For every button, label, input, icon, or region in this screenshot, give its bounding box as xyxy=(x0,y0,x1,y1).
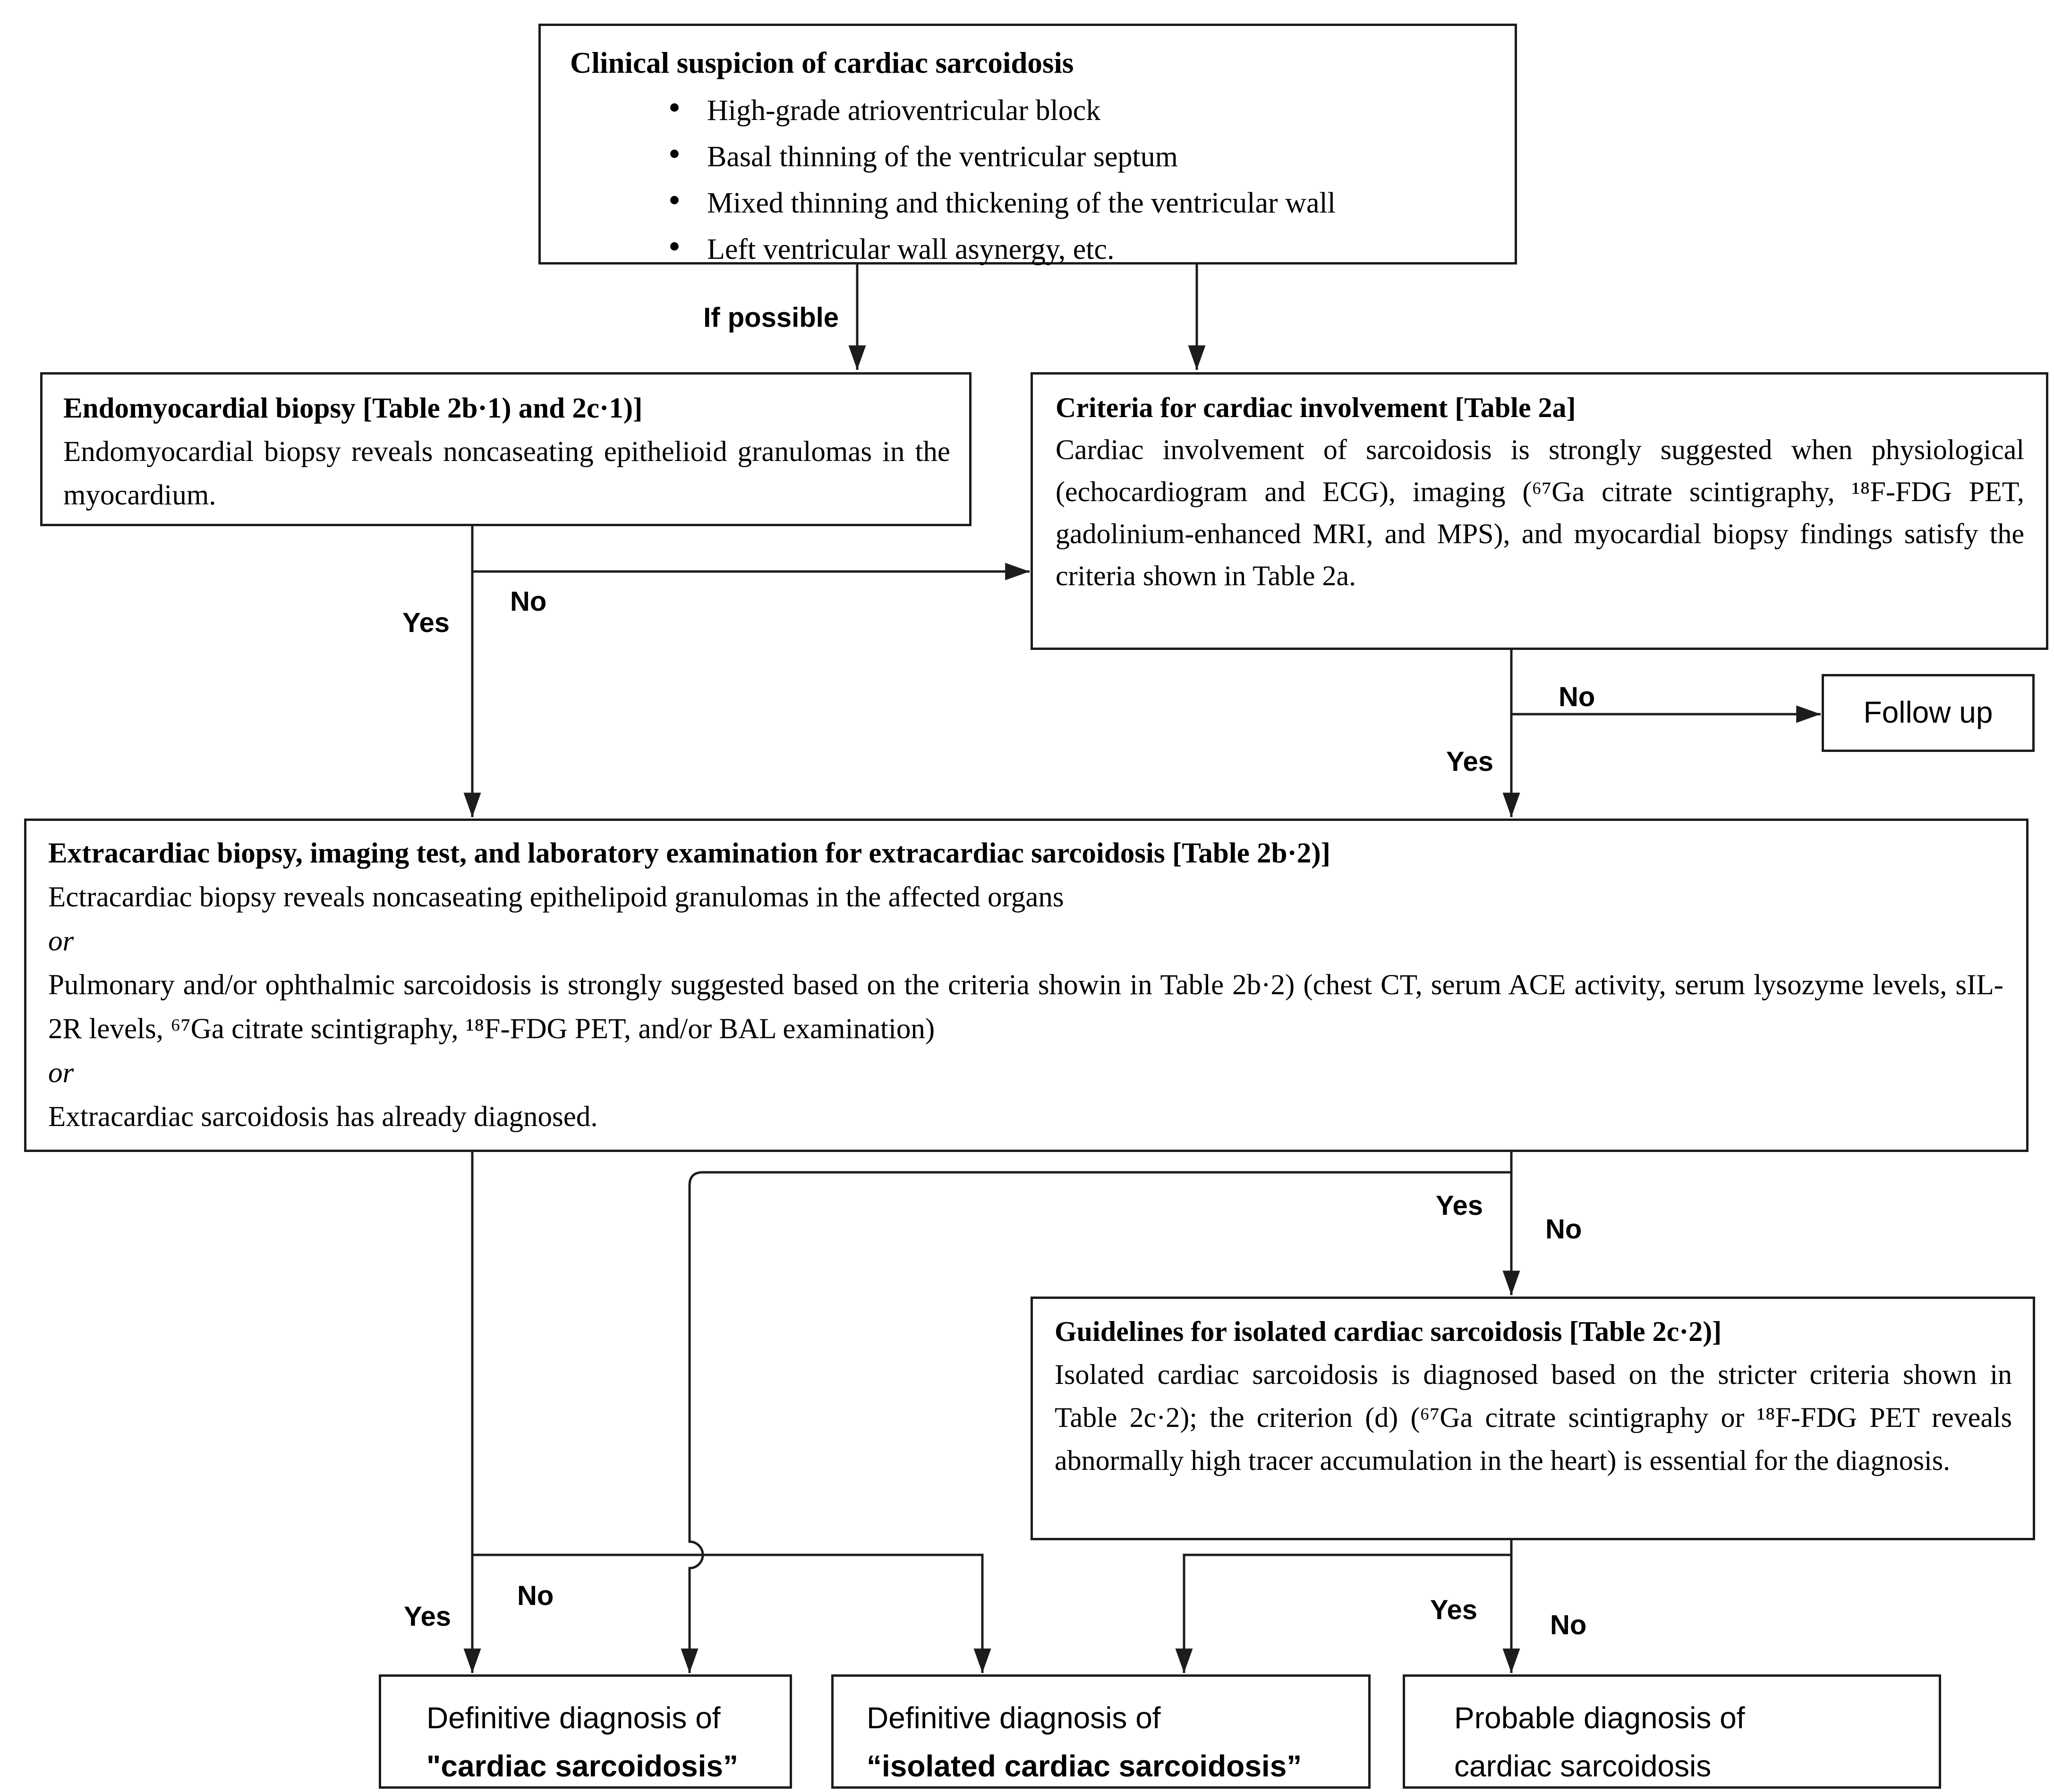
label-criteria-no: No xyxy=(1559,682,1595,712)
extracardiac-option-2: Pulmonary and/or ophthalmic sarcoidosis … xyxy=(48,969,2003,1045)
clinical-bullet-3: Mixed thinning and thickening of the ven… xyxy=(668,177,1491,226)
label-if-possible: If possible xyxy=(703,302,839,333)
arrow-guidelines-yes-to-isolated xyxy=(1175,1553,1511,1673)
node-definitive-isolated-cardiac-sarcoidosis: Definitive diagnosis of “isolated cardia… xyxy=(831,1674,1371,1789)
guidelines-title: Guidelines for isolated cardiac sarcoido… xyxy=(1055,1316,1722,1347)
node-guidelines-isolated: Guidelines for isolated cardiac sarcoido… xyxy=(1031,1297,2035,1540)
endo-body: Endomyocardial biopsy reveals noncaseati… xyxy=(63,436,950,511)
dx-probable-line2: cardiac sarcoidosis xyxy=(1454,1749,1712,1783)
label-guidelines-no: No xyxy=(1550,1610,1587,1640)
label-criteria-yes: Yes xyxy=(1446,746,1493,777)
endo-title: Endomyocardial biopsy [Table 2b·1) and 2… xyxy=(63,393,643,424)
arrow-extracardiac-right-yes-to-cardiac xyxy=(681,1171,1511,1673)
clinical-bullet-1: High-grade atrioventricular block xyxy=(668,85,1491,134)
label-extracardiac-left-yes: Yes xyxy=(404,1601,451,1632)
node-criteria-cardiac-involvement: Criteria for cardiac involvement [Table … xyxy=(1031,372,2048,650)
label-endo-yes: Yes xyxy=(402,607,450,638)
extracardiac-or-2: or xyxy=(48,1057,74,1089)
node-probable-cardiac-sarcoidosis: Probable diagnosis of cardiac sarcoidosi… xyxy=(1403,1674,1941,1789)
dx-probable-line1: Probable diagnosis of xyxy=(1454,1701,1745,1735)
label-extracardiac-left-no: No xyxy=(517,1580,554,1611)
extracardiac-or-1: or xyxy=(48,925,74,957)
node-follow-up: Follow up xyxy=(1822,674,2035,752)
dx-cardiac-line1: Definitive diagnosis of xyxy=(426,1701,721,1735)
arrow-extracardiac-left-no-to-isolated xyxy=(472,1553,991,1673)
clinical-bullet-4: Left ventricular wall asynergy, etc. xyxy=(668,223,1491,273)
node-endomyocardial-biopsy: Endomyocardial biopsy [Table 2b·1) and 2… xyxy=(40,372,972,526)
dx-cardiac-line2: "cardiac sarcoidosis” xyxy=(426,1749,738,1783)
label-extracardiac-right-yes: Yes xyxy=(1436,1190,1483,1221)
extracardiac-title: Extracardiac biopsy, imaging test, and l… xyxy=(48,837,1330,869)
node-clinical-suspicion: Clinical suspicion of cardiac sarcoidosi… xyxy=(538,24,1517,270)
dx-isolated-line2: “isolated cardiac sarcoidosis” xyxy=(867,1749,1302,1783)
clinical-bullet-list: High-grade atrioventricular block Basal … xyxy=(570,85,1491,273)
node-definitive-cardiac-sarcoidosis: Definitive diagnosis of "cardiac sarcoid… xyxy=(379,1674,792,1789)
extracardiac-option-3: Extracardiac sarcoidosis has already dia… xyxy=(48,1101,598,1133)
guidelines-body: Isolated cardiac sarcoidosis is diagnose… xyxy=(1055,1359,2012,1476)
followup-label: Follow up xyxy=(1863,695,1993,729)
label-guidelines-yes: Yes xyxy=(1430,1595,1477,1625)
node-extracardiac-examination: Extracardiac biopsy, imaging test, and l… xyxy=(24,819,2028,1152)
dx-isolated-line1: Definitive diagnosis of xyxy=(867,1701,1161,1735)
extracardiac-option-1: Ectracardiac biopsy reveals noncaseating… xyxy=(48,881,1064,913)
label-extracardiac-right-no: No xyxy=(1545,1214,1582,1245)
clinical-title: Clinical suspicion of cardiac sarcoidosi… xyxy=(570,46,1074,79)
criteria-body: Cardiac involvement of sarcoidosis is st… xyxy=(1056,434,2024,591)
label-endo-no: No xyxy=(510,586,547,617)
criteria-title: Criteria for cardiac involvement [Table … xyxy=(1056,392,1576,423)
clinical-bullet-2: Basal thinning of the ventricular septum xyxy=(668,131,1491,180)
